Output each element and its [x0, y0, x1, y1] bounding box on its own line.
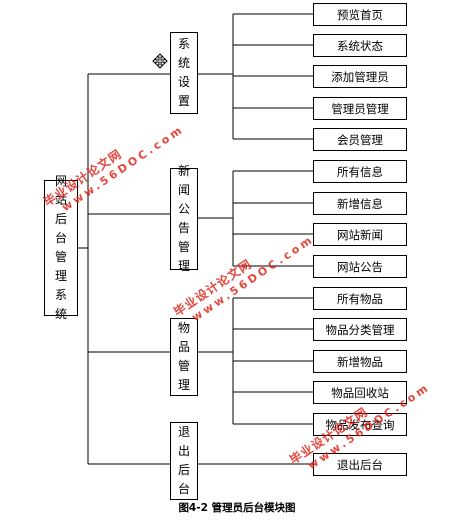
module-label: 退出后台 — [177, 425, 190, 496]
leaf-new-info: 新增信息 — [313, 192, 407, 215]
leaf-label: 物品发布查询 — [325, 417, 395, 432]
leaf-site-news: 网站新闻 — [313, 223, 407, 246]
leaf-new-item: 新增物品 — [313, 350, 407, 373]
leaf-all-info: 所有信息 — [313, 160, 407, 183]
leaf-item-publish-query: 物品发布查询 — [313, 413, 407, 436]
leaf-label: 物品分类管理 — [325, 322, 395, 337]
leaf-label: 添加管理员 — [331, 69, 389, 84]
leaf-label: 新增物品 — [337, 354, 383, 369]
module-exit-backend: 退出后台 — [170, 422, 198, 500]
leaf-label: 物品回收站 — [331, 385, 389, 400]
module-label: 系统设置 — [177, 37, 190, 108]
root-node-label: 网站后台管理系统 — [54, 174, 67, 321]
leaf-label: 网站新闻 — [337, 227, 383, 242]
module-label: 物品管理 — [177, 321, 190, 392]
leaf-item-recycle-bin: 物品回收站 — [313, 381, 407, 404]
leaf-exit-backend: 退出后台 — [313, 453, 407, 476]
leaf-label: 会员管理 — [337, 132, 383, 147]
module-system-settings: 系统设置 — [170, 32, 198, 114]
leaf-system-status: 系统状态 — [313, 34, 407, 57]
module-item-management: 物品管理 — [170, 318, 198, 396]
leaf-admin-management: 管理员管理 — [313, 97, 407, 120]
leaf-label: 管理员管理 — [331, 101, 389, 116]
leaf-label: 新增信息 — [337, 196, 383, 211]
leaf-preview-home: 预览首页 — [313, 3, 407, 26]
leaf-add-admin: 添加管理员 — [313, 65, 407, 88]
figure-caption: 图4-2 管理员后台模块图 — [178, 502, 296, 514]
leaf-label: 退出后台 — [337, 457, 383, 472]
leaf-label: 所有信息 — [337, 164, 383, 179]
leaf-all-items: 所有物品 — [313, 287, 407, 310]
root-node: 网站后台管理系统 — [44, 174, 78, 321]
leaf-label: 预览首页 — [337, 7, 383, 22]
leaf-member-management: 会员管理 — [313, 128, 407, 151]
module-news-announcements: 新闻公告管理 — [170, 164, 198, 273]
leaf-site-announcements: 网站公告 — [313, 255, 407, 278]
leaf-label: 系统状态 — [337, 38, 383, 53]
leaf-item-category-management: 物品分类管理 — [313, 318, 407, 341]
leaf-label: 网站公告 — [337, 259, 383, 274]
move-cursor-icon — [152, 53, 168, 69]
module-label: 新闻公告管理 — [177, 164, 190, 273]
leaf-label: 所有物品 — [337, 291, 383, 306]
